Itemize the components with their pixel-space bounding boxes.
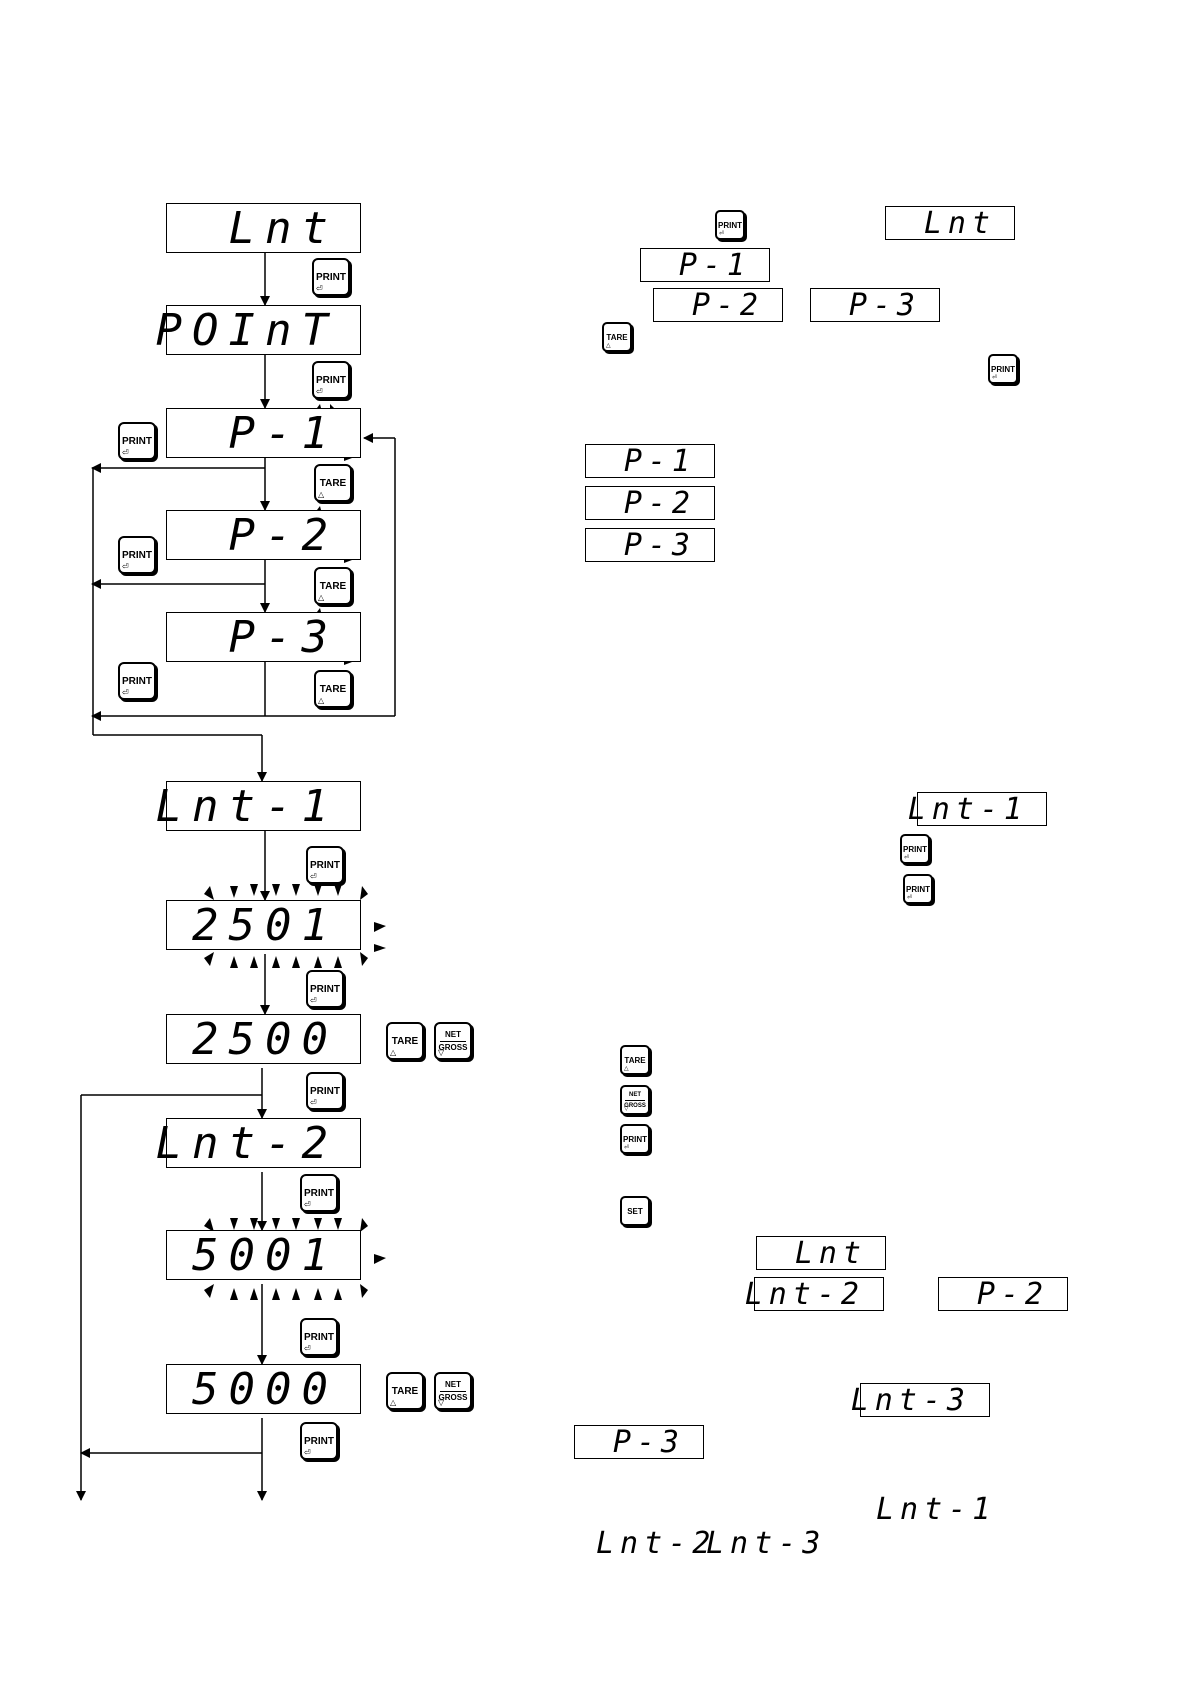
print-key: PRINT⏎	[306, 1072, 344, 1110]
print-key: PRINT⏎	[306, 970, 344, 1008]
display-p2: P-2	[166, 510, 361, 561]
tare-key-small: TARE△	[620, 1045, 650, 1075]
note-display-lnt-b: Lnt	[756, 1236, 886, 1271]
display-point: POInT	[156, 305, 361, 356]
print-key: PRINT⏎	[312, 258, 350, 296]
display-5001: 5001	[166, 1230, 361, 1281]
print-key: PRINT⏎	[118, 536, 156, 574]
note-display-p2-b: P-2	[938, 1277, 1068, 1312]
note-display-lnt3: Lnt-3	[851, 1383, 990, 1418]
note-text-lnt2: Lnt-2	[596, 1526, 717, 1561]
list-display-p1: P-1	[585, 444, 715, 479]
tare-key: TARE△	[314, 670, 352, 708]
print-key-small: PRINT⏎	[988, 354, 1018, 384]
print-key-small: PRINT⏎	[900, 834, 930, 864]
note-display-lnt: Lnt	[885, 206, 1015, 241]
note-display-p2: P-2	[653, 288, 783, 323]
display-2500: 2500	[166, 1014, 361, 1065]
display-lnt: Lnt	[166, 203, 361, 254]
tare-key: TARE△	[314, 567, 352, 605]
print-key: PRINT⏎	[118, 422, 156, 460]
tare-key-small: TARE△	[602, 322, 632, 352]
print-key-small: PRINT⏎	[620, 1124, 650, 1154]
set-key-small: SET	[620, 1196, 650, 1226]
tare-key: TARE△	[386, 1372, 424, 1410]
tare-key: TARE△	[314, 464, 352, 502]
tare-key: TARE△	[386, 1022, 424, 1060]
print-key: PRINT⏎	[118, 662, 156, 700]
print-key: PRINT⏎	[300, 1174, 338, 1212]
note-display-p3: P-3	[810, 288, 940, 323]
note-text-lnt1: Lnt-1	[876, 1492, 997, 1527]
print-key: PRINT⏎	[300, 1422, 338, 1460]
print-key-small: PRINT⏎	[903, 874, 933, 904]
display-2501: 2501	[166, 900, 361, 951]
print-key: PRINT⏎	[306, 846, 344, 884]
display-lnt2: Lnt-2	[156, 1118, 361, 1169]
note-display-lnt2: Lnt-2	[745, 1277, 884, 1312]
note-display-p3-b: P-3	[574, 1425, 704, 1460]
print-key: PRINT⏎	[312, 361, 350, 399]
list-display-p3: P-3	[585, 528, 715, 563]
display-lnt1: Lnt-1	[156, 781, 361, 832]
print-key: PRINT⏎	[300, 1318, 338, 1356]
print-key-small: PRINT⏎	[715, 210, 745, 240]
note-display-p1: P-1	[640, 248, 770, 283]
list-display-p2: P-2	[585, 486, 715, 521]
note-display-lnt1: Lnt-1	[908, 792, 1047, 827]
display-p3: P-3	[166, 612, 361, 663]
display-5000: 5000	[166, 1364, 361, 1415]
note-text-lnt3: Lnt-3	[706, 1526, 827, 1561]
display-p1: P-1	[166, 408, 361, 459]
